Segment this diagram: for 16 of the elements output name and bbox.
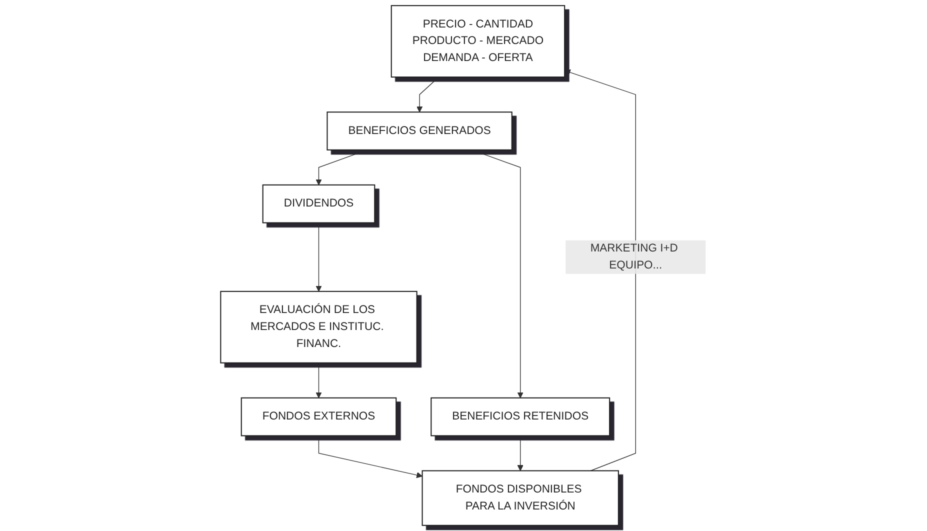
node-box: BENEFICIOS GENERADOS: [327, 112, 513, 150]
node-box: FONDOS EXTERNOS: [241, 397, 397, 436]
node-box: DIVIDENDOS: [262, 184, 376, 224]
arrow: [564, 69, 636, 472]
arrow: [316, 362, 322, 398]
arrow: [316, 222, 322, 292]
node-box: BENEFICIOS RETENIDOS: [430, 397, 610, 436]
arrow: [416, 76, 440, 112]
node-box: FONDOS DISPONIBLES PARA LA INVERSIÓN: [422, 470, 620, 526]
node-box: EVALUACIÓN DE LOS MERCADOS E INSTITUC. FINANC.: [220, 290, 418, 364]
node-box: PRECIO - CANTIDAD PRODUCTO - MERCADO DEMANDA - OFERTA: [391, 5, 566, 78]
arrow: [318, 435, 423, 478]
arrow: [316, 150, 368, 186]
edge-label: MARKETING I+D EQUIPO...: [590, 242, 678, 272]
arrow: [472, 150, 524, 398]
arrow: [518, 435, 524, 472]
